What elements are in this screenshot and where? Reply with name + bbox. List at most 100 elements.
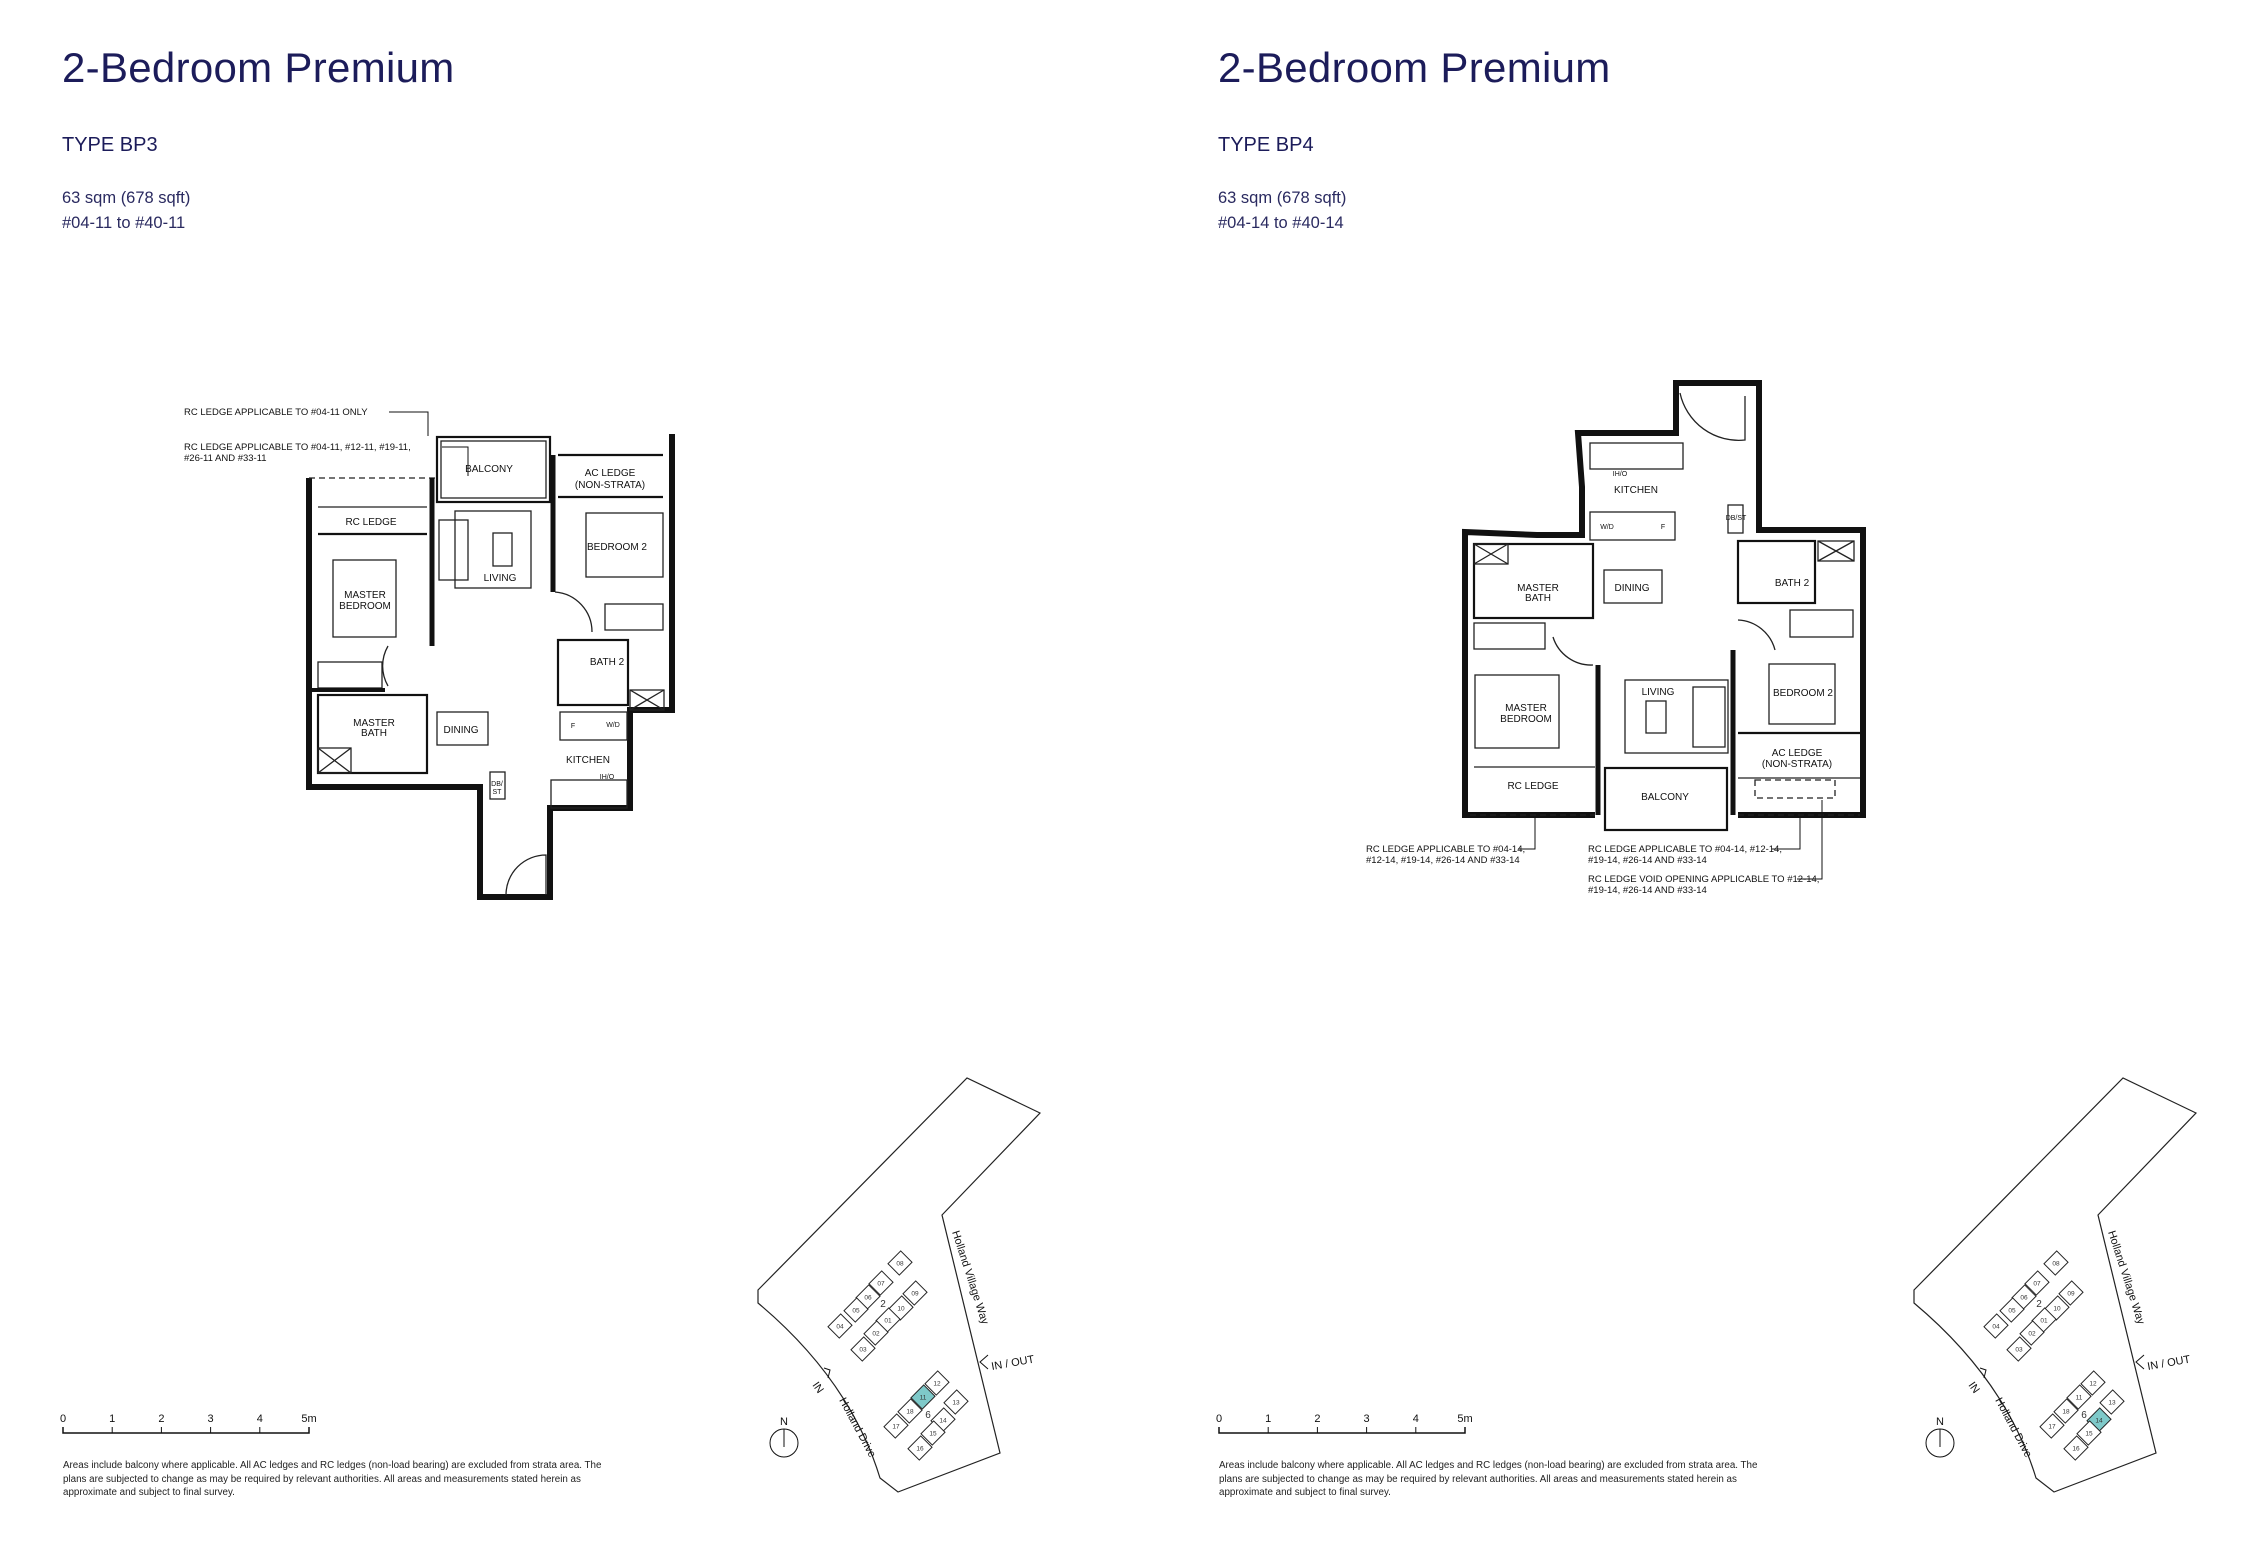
scale-tick-label: 0 bbox=[60, 1413, 66, 1425]
shower-x bbox=[1473, 543, 1509, 565]
bath2-outline bbox=[556, 638, 630, 707]
unit-stack-label: 12 bbox=[2089, 1381, 2097, 1388]
balcony bbox=[1603, 766, 1729, 832]
bedroom2-wardrobe bbox=[1789, 609, 1854, 638]
callout-rc-ledge-2: RC LEDGE APPLICABLE TO #04-11, #12-11, #… bbox=[184, 442, 411, 453]
unit-stack-12 bbox=[2080, 1370, 2106, 1396]
scale-line bbox=[62, 1427, 310, 1434]
unit-stack-label: 05 bbox=[852, 1308, 860, 1315]
room-label-master-bath: MASTER bbox=[353, 718, 395, 729]
unit-stack-17 bbox=[2039, 1413, 2065, 1439]
unit-stack-label: 17 bbox=[892, 1424, 900, 1431]
unit-stack-02 bbox=[2019, 1320, 2045, 1346]
callout-rc-ledge-2-line2: #19-14, #26-14 AND #33-14 bbox=[1588, 855, 1707, 866]
entrance-in: IN bbox=[810, 1380, 826, 1396]
room-label-master-bedroom-2: BEDROOM bbox=[339, 601, 391, 612]
unit-stack-label: 08 bbox=[896, 1261, 904, 1268]
shower-box bbox=[1473, 543, 1509, 565]
shower-x bbox=[1817, 540, 1855, 562]
master-bed bbox=[332, 559, 397, 638]
room-label-balcony: BALCONY bbox=[465, 464, 513, 475]
scale-tick-label: 2 bbox=[1314, 1413, 1320, 1425]
unit-area: 63 sqm (678 sqft) bbox=[62, 189, 191, 207]
label-fridge: F bbox=[1661, 524, 1665, 531]
scale-tick-label: 5m bbox=[301, 1413, 316, 1425]
unit-stack-13 bbox=[2099, 1389, 2125, 1415]
unit-info: 63 sqm (678 sqft) #04-14 to #40-14 bbox=[1218, 186, 1346, 236]
entrance-in-out: IN / OUT bbox=[990, 1354, 1035, 1373]
unit-stack-02 bbox=[863, 1320, 889, 1346]
floor-plan-page-bp3: 2-Bedroom Premium TYPE BP3 63 sqm (678 s… bbox=[62, 44, 601, 1498]
disclaimer-note: Areas include balcony where applicable. … bbox=[1219, 1460, 1758, 1498]
unit-stack-label: 05 bbox=[2008, 1308, 2016, 1315]
unit-type: TYPE BP4 bbox=[1218, 134, 1314, 156]
unit-stack-label: 10 bbox=[2053, 1306, 2061, 1313]
unit-stack-08 bbox=[2043, 1250, 2069, 1276]
door-swing bbox=[381, 645, 389, 687]
bath2-outline bbox=[1736, 539, 1817, 605]
room-label-master-bedroom-2: BEDROOM bbox=[1500, 714, 1552, 725]
unit-stack-label: 16 bbox=[2072, 1446, 2080, 1453]
unit-stack-label: 15 bbox=[929, 1431, 937, 1438]
unit-stack-label: 01 bbox=[884, 1318, 892, 1325]
unit-stack-label: 11 bbox=[2076, 1395, 2083, 1402]
room-label-ac-ledge-sub: (NON-STRATA) bbox=[575, 480, 645, 491]
dining-table bbox=[436, 711, 489, 746]
entrance-arrow-icon bbox=[979, 1354, 989, 1370]
unit-stack-label: 04 bbox=[836, 1324, 844, 1331]
unit-type: TYPE BP3 bbox=[62, 134, 158, 156]
unit-stack-04 bbox=[1983, 1313, 2009, 1339]
label-washer-dryer: W/D bbox=[1600, 524, 1614, 531]
kitchen-counter bbox=[559, 711, 628, 741]
bedroom2-bed bbox=[1768, 663, 1836, 725]
void-opening bbox=[1754, 779, 1836, 799]
door-swing bbox=[1737, 619, 1776, 651]
room-label-master-bath-2: BATH bbox=[361, 728, 387, 739]
unit-stack-07 bbox=[2024, 1270, 2050, 1296]
unit-stack-label: 03 bbox=[2015, 1347, 2023, 1354]
label-db-st: DB/ST bbox=[1726, 515, 1747, 522]
unit-stack-04 bbox=[827, 1313, 853, 1339]
block-number: 6 bbox=[925, 1410, 931, 1421]
unit-stack-label: 07 bbox=[2033, 1281, 2041, 1288]
leader-line bbox=[389, 411, 429, 436]
label-washer-dryer: W/D bbox=[606, 722, 620, 729]
unit-stack-16 bbox=[2063, 1435, 2089, 1461]
floor-plan-bp4: KITCHEN IH/O W/D F DB/ST MASTER BATH DIN… bbox=[1366, 380, 1866, 896]
room-label-bath2: BATH 2 bbox=[590, 657, 625, 668]
label-st: ST bbox=[493, 789, 503, 796]
scale-tick-label: 4 bbox=[257, 1413, 263, 1425]
entrance-in-out: IN / OUT bbox=[2146, 1354, 2191, 1373]
db-st-cabinet bbox=[489, 771, 506, 800]
road-label-holland-village-way: Holland Village Way bbox=[2105, 1229, 2147, 1326]
site-boundary bbox=[1913, 1077, 2198, 1493]
block-number: 2 bbox=[2036, 1299, 2042, 1310]
unit-stack-15 bbox=[920, 1420, 946, 1446]
unit-stack-label: 03 bbox=[859, 1347, 867, 1354]
unit-stack-08 bbox=[887, 1250, 913, 1276]
unit-stack-label: 17 bbox=[2048, 1424, 2056, 1431]
scale-tick-label: 2 bbox=[158, 1413, 164, 1425]
scale-tick-label: 0 bbox=[1216, 1413, 1222, 1425]
scale-tick-label: 1 bbox=[1265, 1413, 1271, 1425]
room-label-master-bedroom: MASTER bbox=[1505, 703, 1547, 714]
unit-stack-label: 06 bbox=[864, 1295, 872, 1302]
unit-stack-label: 14 bbox=[939, 1418, 947, 1425]
callout-void-opening: RC LEDGE VOID OPENING APPLICABLE TO #12-… bbox=[1588, 874, 1819, 885]
kitchen-counter bbox=[1589, 442, 1684, 470]
room-label-living: LIVING bbox=[1642, 687, 1675, 698]
coffee-table bbox=[492, 532, 513, 567]
unit-numbers: #04-11 to #40-11 bbox=[62, 214, 186, 232]
unit-stack-11 bbox=[2066, 1384, 2092, 1410]
door-swing bbox=[1552, 636, 1594, 666]
entrance-door-swing bbox=[505, 854, 547, 896]
callout-void-opening-line2: #19-14, #26-14 AND #33-14 bbox=[1588, 885, 1707, 896]
living-rug bbox=[1624, 679, 1729, 754]
unit-stack-03 bbox=[2006, 1336, 2032, 1362]
room-label-ac-ledge: AC LEDGE bbox=[585, 468, 636, 479]
unit-stack-label: 11 bbox=[920, 1395, 927, 1402]
room-label-ac-ledge-sub: (NON-STRATA) bbox=[1762, 759, 1832, 770]
scale-line bbox=[1218, 1427, 1466, 1434]
